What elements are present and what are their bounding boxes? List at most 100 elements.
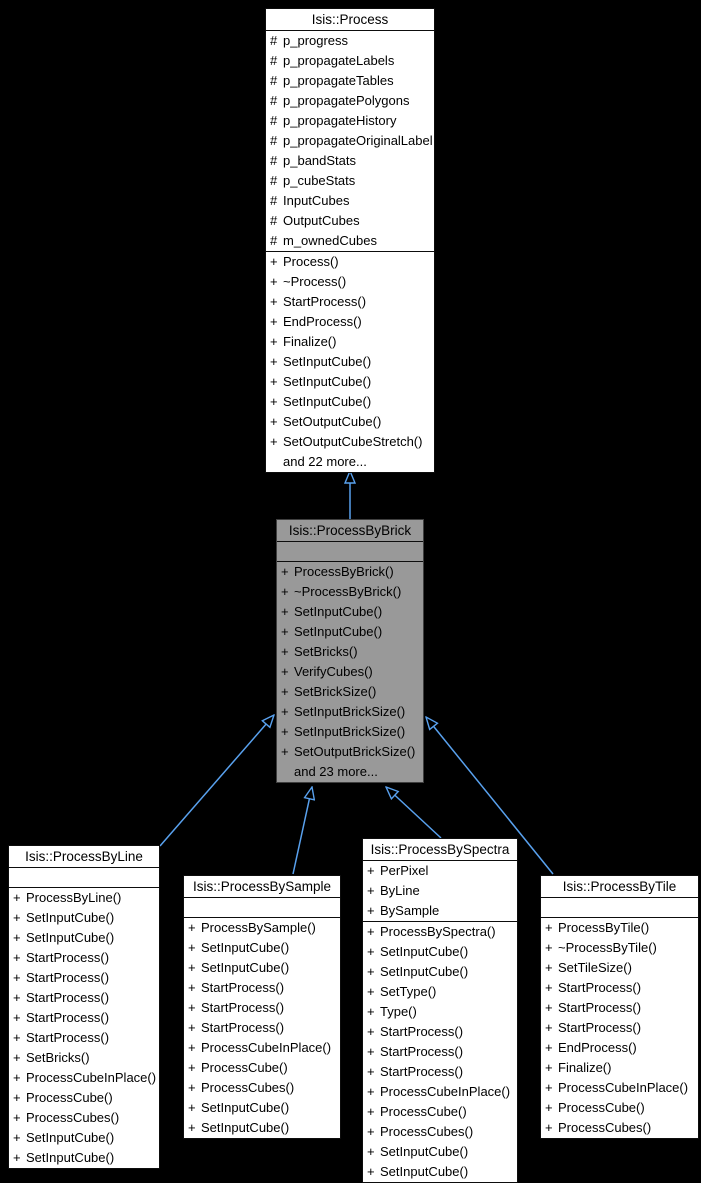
member-row: #OutputCubes [270,213,360,228]
member-row: +StartProcess() [13,970,110,985]
member-row: +SetInputCube() [270,374,372,389]
member-row: +SetInputCube() [281,604,383,619]
member-row: +SetInputCube() [270,354,372,369]
member-row: +ProcessCubes() [188,1080,295,1095]
member-row: +ProcessCube() [13,1090,113,1105]
member-row: +SetInputCube() [13,930,115,945]
member-row: +Finalize() [270,334,337,349]
member-row: +Finalize() [545,1060,612,1075]
member-row: +PerPixel [367,863,429,878]
member-row: +SetInputBrickSize() [281,724,406,739]
member-row: #InputCubes [270,193,350,208]
class-title[interactable]: Isis::ProcessByLine [25,849,143,864]
member-row: +StartProcess() [13,990,110,1005]
member-row: +SetInputCube() [270,394,372,409]
member-row: +StartProcess() [367,1024,464,1039]
member-row: +SetInputCube() [188,1100,290,1115]
member-row: +StartProcess() [545,1020,642,1035]
member-row: +SetInputCube() [13,910,115,925]
member-row: +SetInputCube() [188,940,290,955]
member-row: +StartProcess() [13,1010,110,1025]
member-row: +SetBricks() [13,1050,90,1065]
member-row: #p_cubeStats [270,173,356,188]
member-row: +Type() [367,1004,417,1019]
member-row: +Process() [270,254,339,269]
methods-section: +ProcessByLine() +SetInputCube() +SetInput… [9,888,159,1168]
member-row: +ProcessCubeInPlace() [367,1084,511,1099]
attributes-section [541,897,698,918]
member-row: +ProcessCubeInPlace() [545,1080,689,1095]
member-row: +~Process() [270,274,347,289]
class-title[interactable]: Isis::Process [311,12,389,27]
member-row: +SetType() [367,984,437,999]
methods-section: +ProcessByBrick() +~ProcessByBrick() +SetI… [277,562,423,782]
member-row: +SetInputCube() [367,1144,469,1159]
member-row: +SetInputCube() [13,1130,115,1145]
member-row: +SetInputCube() [188,1120,290,1135]
methods-section: +Process() +~Process() +StartProcess() +End… [266,252,434,472]
member-row: +SetInputCube() [281,624,383,639]
member-row: +ProcessByBrick() [281,564,394,579]
member-row: #p_propagateOriginalLabel [270,133,433,148]
member-row: #p_propagateHistory [270,113,397,128]
member-row: +SetInputCube() [13,1150,115,1165]
class-box-isis-processbytile[interactable]: Isis::ProcessByTile +ProcessByTile()+~Pr… [540,875,699,1139]
member-row: +StartProcess() [270,294,367,309]
class-box-isis-processbyspectra[interactable]: Isis::ProcessBySpectra +PerPixel+ByLine+… [362,838,518,1183]
member-row: +StartProcess() [367,1064,464,1079]
member-row: +ProcessCube() [367,1104,467,1119]
member-row: #p_propagateTables [270,73,394,88]
member-row: +ProcessCubeInPlace() [188,1040,332,1055]
member-row: +~ProcessByBrick() [281,584,402,599]
member-row: +StartProcess() [545,980,642,995]
member-row: +StartProcess() [545,1000,642,1015]
inheritance-edge-processbyspectra-to-processbybrick [386,787,442,839]
member-row: #p_bandStats [270,153,357,168]
member-row: +SetTileSize() [545,960,632,975]
member-row: +BySample [367,903,440,918]
member-row: +ProcessCubes() [545,1120,652,1135]
member-row: #p_propagateLabels [270,53,395,68]
member-row: +SetInputCube() [367,944,469,959]
class-box-isis-processbybrick[interactable]: Isis::ProcessByBrick +ProcessByBrick()+~… [276,519,424,783]
class-box-isis-process[interactable]: Isis::Process #p_progress#p_propagateLab… [265,8,435,473]
member-row: #p_progress [270,33,349,48]
member-row: +ByLine [367,883,420,898]
attributes-section [277,541,423,562]
methods-section: +ProcessBySample() +SetInputCube() +SetInp… [184,918,340,1138]
member-row: #m_ownedCubes [270,233,377,248]
member-row: +EndProcess() [270,314,362,329]
attributes-section [9,867,159,888]
member-row: +SetOutputBrickSize() [281,744,416,759]
attributes-section: +PerPixel +ByLine +BySample [363,860,517,922]
member-row: +SetInputBrickSize() [281,704,406,719]
member-row: +~ProcessByTile() [545,940,657,955]
member-row: +ProcessByLine() [13,890,122,905]
member-row: +SetInputCube() [367,1164,469,1179]
member-row: +ProcessByTile() [545,920,650,935]
member-row: +SetOutputCubeStretch() [270,434,423,449]
attributes-section: #p_progress #p_propagateLabels #p_propagat… [266,30,434,252]
class-box-isis-processbyline[interactable]: Isis::ProcessByLine +ProcessByLine()+Set… [8,845,160,1169]
member-row: +StartProcess() [188,1000,285,1015]
member-row: +EndProcess() [545,1040,637,1055]
member-row: +StartProcess() [188,980,285,995]
member-row: +SetBricks() [281,644,358,659]
member-row: +StartProcess() [367,1044,464,1059]
class-title[interactable]: Isis::ProcessBySample [192,879,332,894]
class-title[interactable]: Isis::ProcessByBrick [288,523,412,538]
member-row: +ProcessCubeInPlace() [13,1070,157,1085]
member-row: +SetOutputCube() [270,414,382,429]
member-row: +SetInputCube() [188,960,290,975]
member-row: +ProcessBySample() [188,920,316,935]
member-row: +ProcessCube() [188,1060,288,1075]
member-row: +StartProcess() [188,1020,285,1035]
member-row: +StartProcess() [13,1030,110,1045]
class-title[interactable]: Isis::ProcessBySpectra [370,842,510,857]
member-row: +SetBrickSize() [281,684,377,699]
class-box-isis-processbysample[interactable]: Isis::ProcessBySample +ProcessBySample()… [183,875,341,1139]
methods-section: +ProcessBySpectra()+SetInputCube()+SetIn… [363,922,517,1182]
class-title[interactable]: Isis::ProcessByTile [562,879,677,894]
member-row: +VerifyCubes() [281,664,373,679]
